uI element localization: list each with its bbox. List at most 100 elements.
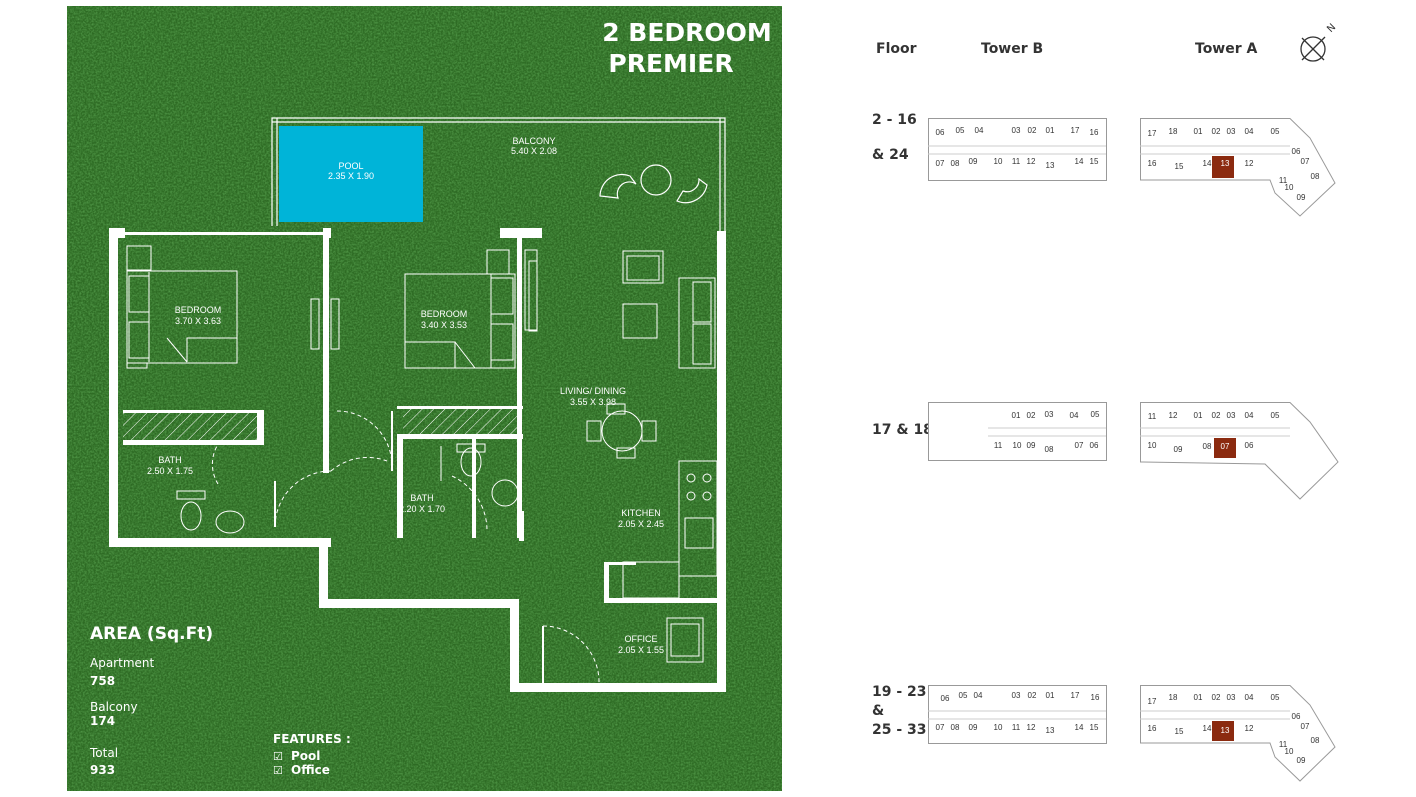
balcony-area-label: Balcony xyxy=(90,700,138,714)
tb2-unit: 09 xyxy=(1027,441,1036,450)
tb2-unit: 02 xyxy=(1027,411,1036,420)
tb1-unit: 10 xyxy=(994,157,1003,166)
interior-walls xyxy=(123,228,717,603)
ta1-unit: 02 xyxy=(1212,127,1221,136)
ta1-unit: 08 xyxy=(1311,172,1320,181)
floor-group-3-line2: & xyxy=(872,703,885,719)
tb3-unit: 08 xyxy=(951,723,960,732)
tb2-unit: 03 xyxy=(1045,410,1054,419)
ta1-unit: 05 xyxy=(1271,127,1280,136)
ta1-unit: 01 xyxy=(1194,127,1203,136)
ta3-unit: 10 xyxy=(1285,747,1294,756)
ta1-unit: 07 xyxy=(1301,157,1310,166)
tb1-unit: 05 xyxy=(956,126,965,135)
bedroom2-furniture xyxy=(330,249,538,369)
ta3-unit: 17 xyxy=(1148,697,1157,706)
tb3-unit: 12 xyxy=(1027,723,1036,732)
pool-area xyxy=(279,126,423,222)
checkbox-checked-icon: ☑ xyxy=(273,764,283,777)
balcony-size: 5.40 X 2.08 xyxy=(511,146,557,156)
ta1-unit: 03 xyxy=(1227,127,1236,136)
kitchen-fixtures xyxy=(622,460,718,599)
ta2-unit: 08 xyxy=(1203,442,1212,451)
apartment-value: 758 xyxy=(90,674,115,688)
tb3-unit: 02 xyxy=(1028,691,1037,700)
door-leaves xyxy=(274,411,544,683)
tb3-unit: 04 xyxy=(974,691,983,700)
balcony-area-value: 174 xyxy=(90,714,115,728)
ta3-unit: 06 xyxy=(1292,712,1301,721)
doors xyxy=(211,410,488,532)
ta3-unit: 15 xyxy=(1175,727,1184,736)
grass-texture xyxy=(67,6,782,791)
tb1-unit: 04 xyxy=(975,126,984,135)
ta3-unit: 03 xyxy=(1227,693,1236,702)
svg-text:N: N xyxy=(1325,22,1338,35)
feature-office: Office xyxy=(291,763,330,777)
tb1-unit: 06 xyxy=(936,128,945,137)
exterior-walls xyxy=(109,228,726,692)
tower-a-keyplan-3: 17 18 01 02 03 04 05 16 15 14 13 12 06 0… xyxy=(1140,685,1340,785)
ta2-unit-highlight: 07 xyxy=(1221,442,1230,451)
ta3-unit: 07 xyxy=(1301,722,1310,731)
feature-pool: Pool xyxy=(291,749,320,763)
ta3-unit: 02 xyxy=(1212,693,1221,702)
bedroom1-label: BEDROOM xyxy=(175,305,222,315)
ta1-unit: 14 xyxy=(1203,159,1212,168)
tb3-unit: 09 xyxy=(969,723,978,732)
kitchen-size: 2.05 X 2.45 xyxy=(618,519,664,529)
tb2-unit: 05 xyxy=(1091,410,1100,419)
entry-door-swing xyxy=(542,625,600,684)
tb3-unit: 07 xyxy=(936,723,945,732)
ta2-unit: 12 xyxy=(1169,411,1178,420)
ta2-unit: 03 xyxy=(1227,411,1236,420)
highlighted-unit xyxy=(1212,156,1234,178)
ta1-unit: 09 xyxy=(1297,193,1306,202)
area-heading: AREA (Sq.Ft) xyxy=(90,624,213,644)
ta3-unit-highlight: 13 xyxy=(1221,726,1230,735)
ta1-unit: 04 xyxy=(1245,127,1254,136)
ta3-unit: 05 xyxy=(1271,693,1280,702)
floor-group-2-label: 17 & 18 xyxy=(872,422,933,438)
balcony-furniture xyxy=(599,164,708,204)
floor-group-1-label: 2 - 16 & 24 xyxy=(872,110,917,165)
apartment-label: Apartment xyxy=(90,656,154,670)
plan-title-line2: PREMIER xyxy=(608,49,733,78)
highlighted-unit xyxy=(1212,721,1234,741)
ta1-unit: 06 xyxy=(1292,147,1301,156)
tb2-unit: 06 xyxy=(1090,441,1099,450)
tb1-unit: 17 xyxy=(1071,126,1080,135)
bath2-label: BATH xyxy=(410,493,433,503)
ta3-unit: 18 xyxy=(1169,693,1178,702)
tb1-unit: 15 xyxy=(1090,157,1099,166)
ta1-unit: 12 xyxy=(1245,159,1254,168)
floor-group-1-line2: & 24 xyxy=(872,147,909,163)
tb1-unit: 12 xyxy=(1027,157,1036,166)
tb3-unit: 17 xyxy=(1071,691,1080,700)
living-size: 3.55 X 3.98 xyxy=(570,397,616,407)
tb2-unit: 10 xyxy=(1013,441,1022,450)
highlighted-unit xyxy=(1214,438,1236,458)
ta2-unit: 11 xyxy=(1148,412,1157,421)
tb1-unit: 01 xyxy=(1046,126,1055,135)
tb3-unit: 01 xyxy=(1046,691,1055,700)
tb1-unit: 03 xyxy=(1012,126,1021,135)
bedroom2-size: 3.40 X 3.53 xyxy=(421,320,467,330)
tb3-unit: 15 xyxy=(1090,723,1099,732)
tb1-unit: 09 xyxy=(969,157,978,166)
ta3-unit: 09 xyxy=(1297,756,1306,765)
tb3-unit: 03 xyxy=(1012,691,1021,700)
tb1-unit: 07 xyxy=(936,159,945,168)
ta2-unit: 09 xyxy=(1174,445,1183,454)
floor-group-3-line1: 19 - 23 xyxy=(872,684,927,700)
tower-b-keyplan-3: 06 05 04 03 02 01 17 16 07 08 09 10 11 1… xyxy=(928,685,1108,749)
floor-plan-panel: 2 BEDROOM PREMIER POOL 2.35 X 1.90 BALCO… xyxy=(67,6,782,791)
tb3-unit: 05 xyxy=(959,691,968,700)
tower-a-header: Tower A xyxy=(1195,41,1258,57)
ta2-unit: 01 xyxy=(1194,411,1203,420)
floor-group-1-line1: 2 - 16 xyxy=(872,112,917,128)
tb2-unit: 08 xyxy=(1045,445,1054,454)
ta3-unit: 16 xyxy=(1148,724,1157,733)
living-label: LIVING/ DINING xyxy=(560,386,626,396)
balcony-outline xyxy=(271,117,726,231)
